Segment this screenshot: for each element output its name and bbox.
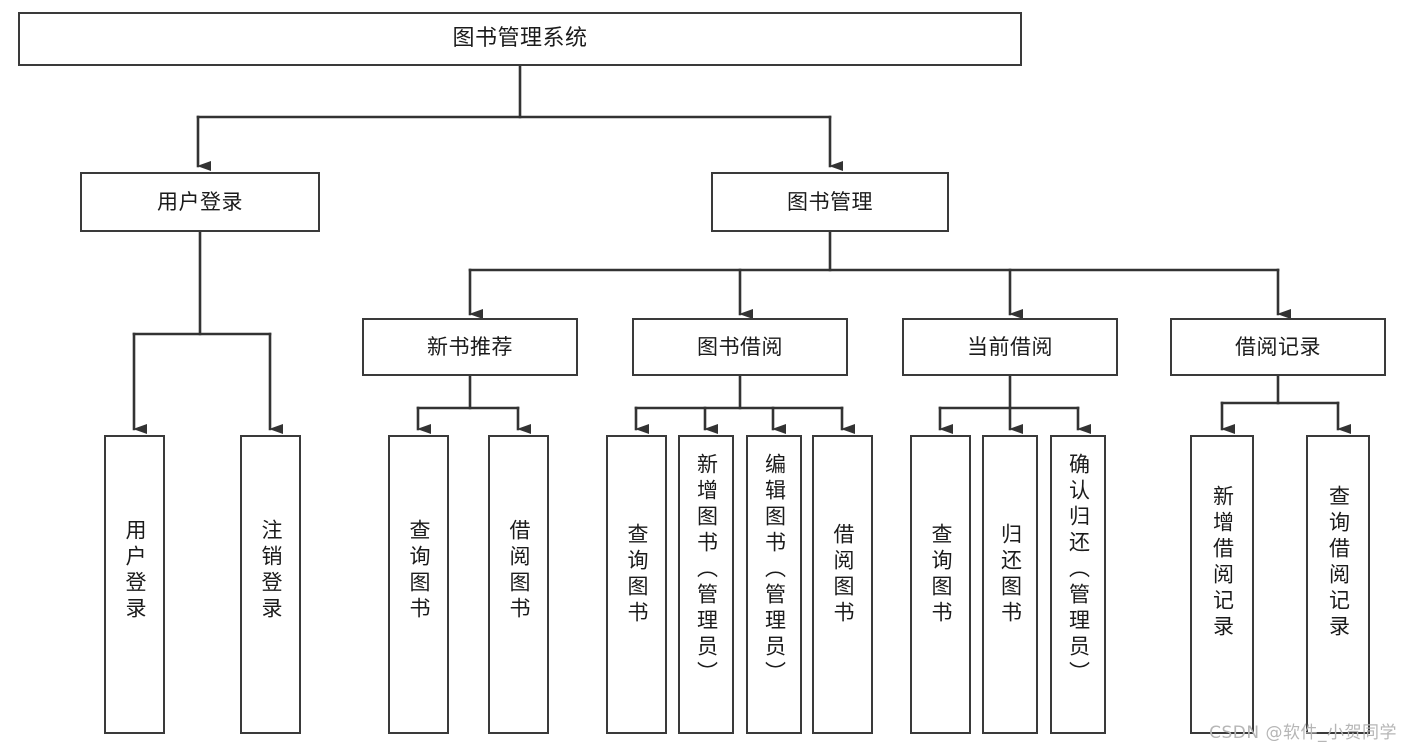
node-label: 借阅图书 bbox=[831, 523, 855, 627]
node-label: 注销登录 bbox=[259, 519, 283, 623]
leaf-borrow-books[interactable]: 借阅图书 bbox=[812, 435, 873, 734]
node-label: 图书管理系统 bbox=[452, 26, 588, 52]
node-new-book-recommendation[interactable]: 新书推荐 bbox=[362, 318, 578, 376]
leaf-return-books[interactable]: 归还图书 bbox=[982, 435, 1038, 734]
node-label: 新增图书（管理员） bbox=[694, 453, 719, 687]
node-current-borrowing[interactable]: 当前借阅 bbox=[902, 318, 1118, 376]
node-label: 新书推荐 bbox=[427, 334, 513, 359]
node-label: 查询图书 bbox=[407, 519, 431, 623]
leaf-add-borrow-record[interactable]: 新增借阅记录 bbox=[1190, 435, 1254, 734]
node-label: 新增借阅记录 bbox=[1210, 485, 1235, 641]
node-label: 用户登录 bbox=[123, 519, 147, 623]
node-user-login[interactable]: 用户登录 bbox=[80, 172, 320, 232]
leaf-query-books-recommend[interactable]: 查询图书 bbox=[388, 435, 449, 734]
node-label: 借阅图书 bbox=[507, 519, 531, 623]
node-label: 编辑图书（管理员） bbox=[762, 453, 787, 687]
node-label: 查询图书 bbox=[625, 523, 649, 627]
node-label: 查询借阅记录 bbox=[1326, 485, 1351, 641]
leaf-confirm-return-admin[interactable]: 确认归还（管理员） bbox=[1050, 435, 1106, 734]
leaf-logout[interactable]: 注销登录 bbox=[240, 435, 301, 734]
leaf-borrow-books-recommend[interactable]: 借阅图书 bbox=[488, 435, 549, 734]
node-book-management[interactable]: 图书管理 bbox=[711, 172, 949, 232]
watermark: CSDN @软件_小贺同学 bbox=[1209, 723, 1397, 743]
leaf-query-books-borrow[interactable]: 查询图书 bbox=[606, 435, 667, 734]
node-label: 确认归还（管理员） bbox=[1066, 453, 1091, 687]
leaf-user-login[interactable]: 用户登录 bbox=[104, 435, 165, 734]
node-root-book-management-system[interactable]: 图书管理系统 bbox=[18, 12, 1022, 66]
node-label: 图书管理 bbox=[787, 189, 873, 214]
node-label: 借阅记录 bbox=[1235, 334, 1321, 359]
node-label: 图书借阅 bbox=[697, 334, 783, 359]
node-book-borrowing[interactable]: 图书借阅 bbox=[632, 318, 848, 376]
leaf-query-books-current[interactable]: 查询图书 bbox=[910, 435, 971, 734]
node-borrowing-records[interactable]: 借阅记录 bbox=[1170, 318, 1386, 376]
node-label: 用户登录 bbox=[157, 189, 243, 214]
leaf-edit-book-admin[interactable]: 编辑图书（管理员） bbox=[746, 435, 802, 734]
node-label: 查询图书 bbox=[929, 523, 953, 627]
leaf-query-borrow-record[interactable]: 查询借阅记录 bbox=[1306, 435, 1370, 734]
leaf-add-book-admin[interactable]: 新增图书（管理员） bbox=[678, 435, 734, 734]
node-label: 当前借阅 bbox=[967, 334, 1053, 359]
node-label: 归还图书 bbox=[998, 523, 1023, 627]
